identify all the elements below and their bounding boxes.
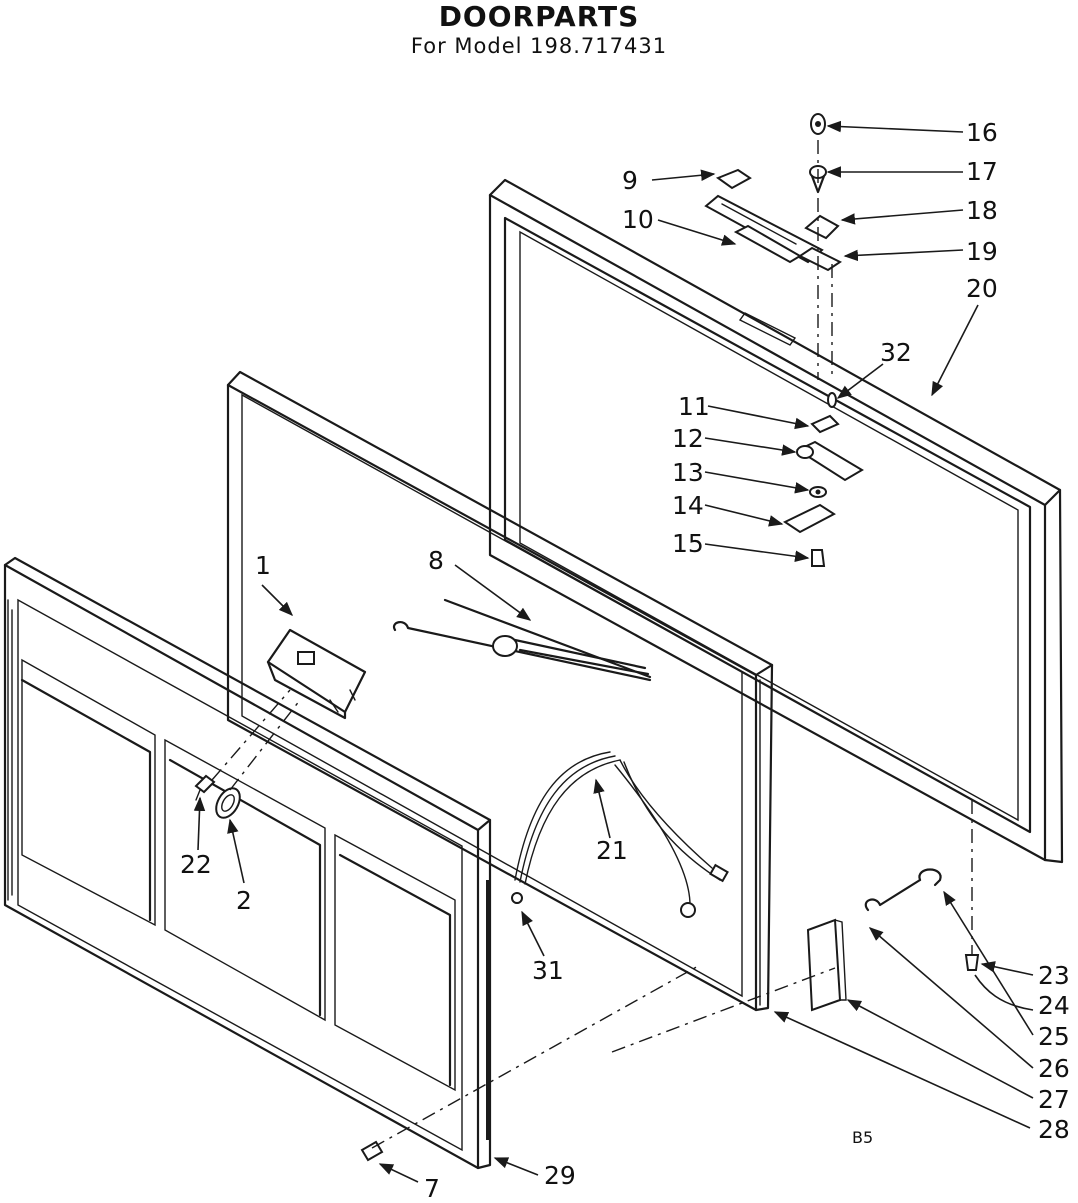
callout-31: 31 (532, 956, 564, 985)
callout-32: 32 (880, 338, 912, 367)
callout-12: 12 (672, 424, 704, 453)
screws (360, 892, 701, 1162)
door-rod (392, 598, 652, 682)
callout-19: 19 (966, 237, 998, 266)
callout-14: 14 (672, 491, 704, 520)
callout-13: 13 (672, 458, 704, 487)
callout-8: 8 (428, 546, 444, 575)
callout-11: 11 (678, 392, 710, 421)
callout-20: 20 (966, 274, 998, 303)
handle-hardware (704, 113, 842, 380)
callout-24: 24 (1038, 991, 1070, 1020)
outer-door-panel (488, 178, 1064, 864)
callout-25: 25 (1038, 1022, 1070, 1051)
callout-28: 28 (1038, 1115, 1070, 1144)
callout-17: 17 (966, 157, 998, 186)
callout-27: 27 (1038, 1085, 1070, 1114)
inner-door-panel (3, 556, 492, 1170)
callout-2: 2 (236, 886, 252, 915)
model-subtitle: For Model 198.717431 (410, 34, 668, 58)
callout-29: 29 (544, 1161, 576, 1190)
leader-lines (193, 120, 1034, 1183)
callout-7: 7 (424, 1174, 440, 1203)
callout-15: 15 (672, 529, 704, 558)
callout-9: 9 (622, 166, 638, 195)
latch-assembly (782, 392, 864, 567)
callout-26: 26 (1038, 1054, 1070, 1083)
bottom-hinge-assembly (611, 800, 980, 1053)
callout-21: 21 (596, 836, 628, 865)
grommet-and-screw (194, 689, 301, 819)
diagram-code: B5 (852, 1128, 874, 1147)
callout-16: 16 (966, 118, 998, 147)
hinge-bracket (266, 628, 367, 720)
callout-18: 18 (966, 196, 998, 225)
wire-harness (513, 751, 729, 918)
door-liner-frame (226, 370, 774, 1012)
callout-1: 1 (255, 551, 271, 580)
callout-10: 10 (622, 205, 654, 234)
callout-22: 22 (180, 850, 212, 879)
diagram-title: DOORPARTS (438, 0, 640, 33)
callout-23: 23 (1038, 961, 1070, 990)
